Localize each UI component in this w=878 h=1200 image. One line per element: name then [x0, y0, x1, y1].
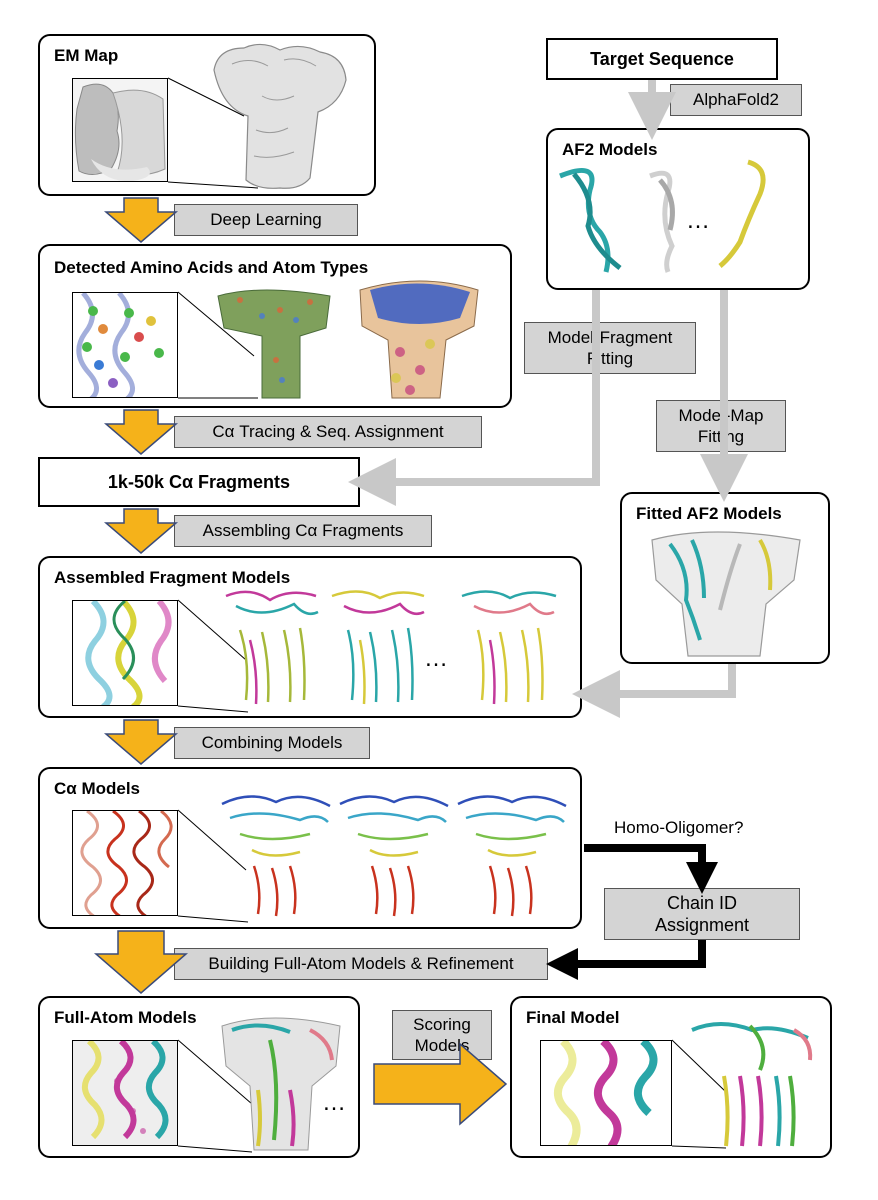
- ca-model-1: [221, 795, 331, 917]
- fitted-af2-models-title: Fitted AF2 Models: [636, 504, 782, 523]
- assembled-ellipsis: …: [424, 645, 448, 672]
- fragments-box: 1k-50k Cα Fragments: [38, 457, 360, 507]
- full-atom-ellipsis: …: [322, 1089, 346, 1116]
- orange-arrow-em-to-detected: [103, 197, 179, 243]
- full-atom-structure: [221, 1017, 341, 1151]
- ca-models-inset: [72, 810, 178, 916]
- em-map-inset-graphic: [73, 79, 167, 181]
- model-fragment-fitting-label: Model-Fragment Fitting: [524, 322, 696, 374]
- assembled-fragment-models-title: Assembled Fragment Models: [54, 568, 291, 587]
- final-model-inset-graphic: [554, 1041, 658, 1145]
- assembled-model-1: [225, 590, 319, 705]
- combining-models-label: Combining Models: [174, 727, 370, 759]
- gray-connectors: [348, 80, 748, 718]
- full-atom-models-title: Full-Atom Models: [54, 1008, 197, 1027]
- ca-models-inset-graphic: [80, 811, 173, 915]
- assembled-model-3: [461, 590, 557, 705]
- assembled-model-2: [331, 590, 425, 705]
- homo-oligomer-text: Homo-Oligomer?: [614, 818, 744, 837]
- af2-models-title: AF2 Models: [562, 140, 658, 159]
- building-full-atom-label: Building Full-Atom Models & Refinement: [174, 948, 548, 980]
- ca-model-2: [339, 795, 449, 917]
- orange-arrow-fragments-to-assembled: [103, 508, 179, 554]
- orange-flow-arrows: [93, 197, 508, 1126]
- assembled-inset-graphic: [85, 601, 172, 705]
- orange-arrow-ca-to-fullatom: [93, 930, 189, 994]
- em-map-inset: [72, 78, 168, 182]
- detected-structure-right: [359, 280, 479, 399]
- zoom-connector-lines: [167, 77, 727, 1153]
- target-sequence-label: Target Sequence: [590, 48, 734, 69]
- target-sequence-box: Target Sequence: [546, 38, 778, 80]
- af2-models-structures: [559, 159, 766, 273]
- em-map-density: [213, 43, 347, 189]
- ca-models-structures: [221, 795, 567, 917]
- detected-amino-acids-title: Detected Amino Acids and Atom Types: [54, 258, 369, 277]
- orange-arrow-assembled-to-ca: [103, 719, 179, 765]
- final-model-inset: [540, 1040, 672, 1146]
- orange-arrow-detected-to-fragments: [103, 409, 179, 455]
- ca-model-3: [457, 795, 567, 917]
- detected-structure-left: [217, 289, 331, 399]
- ca-tracing-label: Cα Tracing & Seq. Assignment: [174, 416, 482, 448]
- final-model-structure: [691, 1022, 813, 1147]
- scoring-models-label: Scoring Models: [392, 1010, 492, 1060]
- chain-id-assignment-label: Chain ID Assignment: [604, 888, 800, 940]
- assembling-fragments-label: Assembling Cα Fragments: [174, 515, 432, 547]
- final-model-title: Final Model: [526, 1008, 620, 1027]
- full-atom-inset: [72, 1040, 178, 1146]
- deep-learning-label: Deep Learning: [174, 204, 358, 236]
- detected-inset-graphic: [76, 293, 164, 397]
- em-map-title: EM Map: [54, 46, 119, 65]
- detected-inset: [72, 292, 178, 398]
- full-atom-inset-graphic: [73, 1041, 177, 1145]
- assembled-inset: [72, 600, 178, 706]
- ca-models-title: Cα Models: [54, 779, 141, 798]
- af2-ellipsis: …: [686, 207, 710, 234]
- assembled-models-structures: [225, 590, 557, 705]
- fitted-af2-structure: [651, 531, 801, 657]
- orange-arrow-fullatom-to-final: [373, 1042, 508, 1126]
- homo-oligomer-arrows: [546, 844, 718, 980]
- fragments-label: 1k-50k Cα Fragments: [107, 471, 291, 492]
